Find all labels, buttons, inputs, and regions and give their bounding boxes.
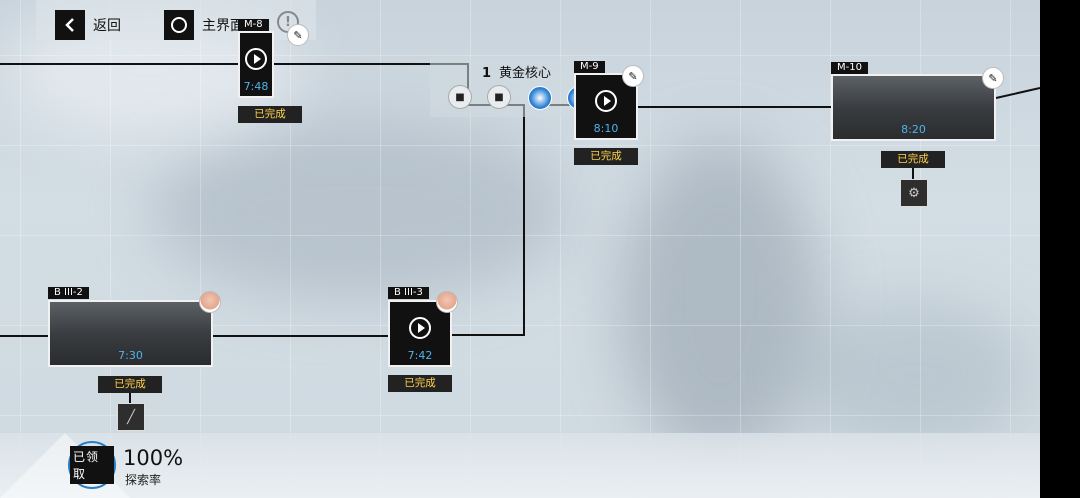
- circle-icon: [164, 10, 194, 40]
- stage-duration: 8:10: [593, 122, 619, 135]
- stage-duration: 8:20: [901, 123, 926, 136]
- stage-title: M-8: [238, 19, 269, 31]
- play-icon: [245, 48, 267, 71]
- exploration-label: 探索率: [125, 473, 162, 487]
- stage-duration: 7:48: [243, 80, 269, 93]
- character-avatar: ✎: [982, 67, 1004, 89]
- stage-duration: 7:42: [407, 349, 433, 362]
- claimed-badge[interactable]: 已领取: [68, 441, 116, 489]
- item-icon[interactable]: ⚙: [900, 179, 928, 207]
- status-badge: 已完成: [388, 375, 452, 392]
- progress-bar-panel: [0, 433, 1040, 498]
- back-button[interactable]: 返回: [55, 10, 121, 40]
- claimed-label: 已领取: [70, 446, 114, 484]
- stage-title-b3-2: B III-2: [48, 287, 89, 299]
- stage-card-b3-2[interactable]: 7:30: [48, 300, 213, 367]
- play-icon: [595, 90, 617, 113]
- exploration-percent: 100%: [123, 446, 184, 470]
- stage-card-m10[interactable]: 8:20: [831, 74, 996, 141]
- status-badge: 已完成: [574, 148, 638, 165]
- screen-edge: [1040, 0, 1080, 498]
- home-button[interactable]: 主界面: [164, 10, 244, 40]
- play-icon: [409, 317, 431, 340]
- character-avatar: [436, 291, 458, 313]
- objective-marker-icon[interactable]: [528, 86, 552, 110]
- character-avatar: ✎: [622, 65, 644, 87]
- objective-index: 1: [482, 66, 492, 81]
- chevron-left-icon: [55, 10, 85, 40]
- character-avatar: [199, 291, 221, 313]
- stage-title-b3-3: B III-3: [388, 287, 429, 299]
- status-badge: 已完成: [238, 106, 302, 123]
- status-badge: 已完成: [98, 376, 162, 393]
- back-label: 返回: [93, 18, 121, 34]
- objective-title: 1 黄金核心: [482, 62, 551, 81]
- stage-duration: 7:30: [118, 349, 143, 362]
- item-icon[interactable]: ╱: [117, 403, 145, 431]
- stage-title-m10: M-10: [831, 62, 868, 74]
- status-badge: 已完成: [881, 151, 945, 168]
- stage-title-m9: M-9: [574, 61, 605, 73]
- character-avatar: ✎: [287, 24, 309, 46]
- lock-icon[interactable]: ■: [487, 85, 511, 109]
- objective-name: 黄金核心: [499, 66, 552, 81]
- home-label: 主界面: [202, 18, 244, 34]
- lock-icon[interactable]: ■: [448, 85, 472, 109]
- stage-card-m8[interactable]: 7:48: [238, 31, 274, 98]
